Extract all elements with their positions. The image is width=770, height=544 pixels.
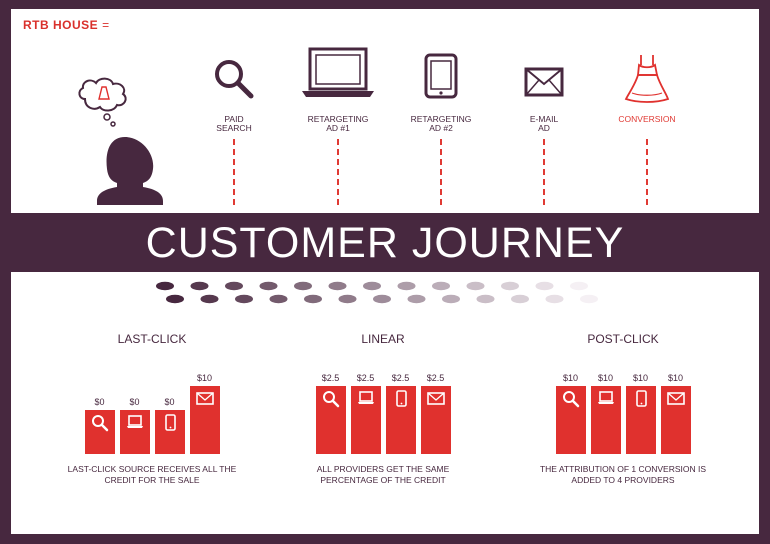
footprints-trail [156,281,598,304]
tablet-icon [424,53,458,99]
bar-value-label: $10 [632,373,649,383]
bar-tablet [625,386,656,454]
bar-tablet [385,386,416,454]
stage-divider [646,139,648,205]
tablet-icon [164,414,176,431]
footprint-icon [570,281,598,304]
method-title: LINEAR [361,332,405,346]
customer-icon [78,77,163,205]
stage-email-ad: E-MAIL AD [489,9,599,213]
bar-value-label: $2.5 [356,373,375,383]
footprint-icon [535,281,564,304]
attribution-panel: LAST-CLICK $0 $0 $0 $10 LAST-CLICK SOURCE R… [11,272,759,534]
bar-magnifier [315,386,346,454]
stage-divider [233,139,235,205]
method-bars: $2.5 $2.5 $2.5 $2.5 [288,364,478,454]
footprint-icon [432,281,460,304]
envelope-icon [666,392,685,405]
stage-retargeting-2: RETARGETING AD #2 [386,9,496,213]
footprint-icon [397,281,426,304]
method-bars: $10 $10 $10 $10 [528,364,718,454]
stage-label: RETARGETING AD #2 [410,114,472,133]
stage-retargeting-1: RETARGETING AD #1 [283,9,393,213]
bar-envelope [189,386,220,454]
stage-divider [440,139,442,205]
stage-label: E-MAIL AD [529,114,559,133]
method-description: LAST-CLICK SOURCE RECEIVES ALL THE CREDI… [67,464,237,485]
bar-value-label: $0 [164,397,175,407]
bar-value-label: $10 [667,373,684,383]
bar-value-label: $2.5 [391,373,410,383]
method-title: LAST-CLICK [117,332,187,346]
stage-conversion: CONVERSION [592,9,702,213]
bar-value-label: $0 [129,397,140,407]
footprint-icon [190,281,219,304]
footprint-icon [363,281,391,304]
page-title: CUSTOMER JOURNEY [145,219,625,267]
laptop-icon [126,415,143,428]
stage-label: CONVERSION [618,114,676,124]
envelope-icon [426,392,445,405]
bar-magnifier [555,386,586,454]
footprint-icon [156,281,184,304]
tablet-icon [635,390,647,407]
magnifier-icon [91,415,108,432]
footprint-icon [466,281,495,304]
bar-value-label: $2.5 [426,373,445,383]
bar-magnifier [84,410,115,454]
envelope-icon [524,67,564,97]
bar-tablet [154,410,185,454]
laptop-icon [597,391,614,404]
bar-value-label: $2.5 [321,373,340,383]
footprint-icon [501,281,529,304]
laptop-icon [357,391,374,404]
footprint-icon [225,281,253,304]
thought-bubble-icon [78,77,127,127]
stage-label: RETARGETING AD #1 [307,114,369,133]
bar-laptop [119,410,150,454]
brand-logo: RTB HOUSE= [23,18,110,32]
stage-divider [543,139,545,205]
method-last-click: LAST-CLICK $0 $0 $0 $10 LAST-CLICK SOURCE R… [57,272,247,534]
bar-envelope [420,386,451,454]
method-title: POST-CLICK [587,332,659,346]
bar-envelope [660,386,691,454]
magnifier-icon [562,391,579,408]
method-linear: LINEAR $2.5 $2.5 $2.5 $2.5 ALL PROVIDERS GE… [288,272,478,534]
brand-name: RTB HOUSE [23,18,99,32]
bar-laptop [590,386,621,454]
bar-laptop [350,386,381,454]
bar-value-label: $0 [94,397,105,407]
method-description: THE ATTRIBUTION OF 1 CONVERSION IS ADDED… [539,464,707,485]
footprint-icon [294,281,322,304]
footprint-icon [259,281,288,304]
bar-value-label: $10 [196,373,213,383]
bar-value-label: $10 [562,373,579,383]
magnifier-icon [322,391,339,408]
method-bars: $0 $0 $0 $10 [57,364,247,454]
stage-paid-search: PAID SEARCH [179,9,289,213]
magnifier-icon [215,60,254,99]
menu-icon: = [102,18,110,32]
footprint-icon [328,281,357,304]
bar-value-label: $10 [597,373,614,383]
envelope-icon [195,392,214,405]
method-description: ALL PROVIDERS GET THE SAME PERCENTAGE OF… [316,464,450,485]
method-post-click: POST-CLICK $10 $10 $10 $10 THE ATTRIBUTION … [528,272,718,534]
stage-divider [337,139,339,205]
journey-panel: RTB HOUSE= PAID SEARCH R [11,9,759,213]
laptop-icon [302,47,374,97]
dress-icon [624,55,670,103]
tablet-icon [395,390,407,407]
stage-label: PAID SEARCH [216,114,252,133]
